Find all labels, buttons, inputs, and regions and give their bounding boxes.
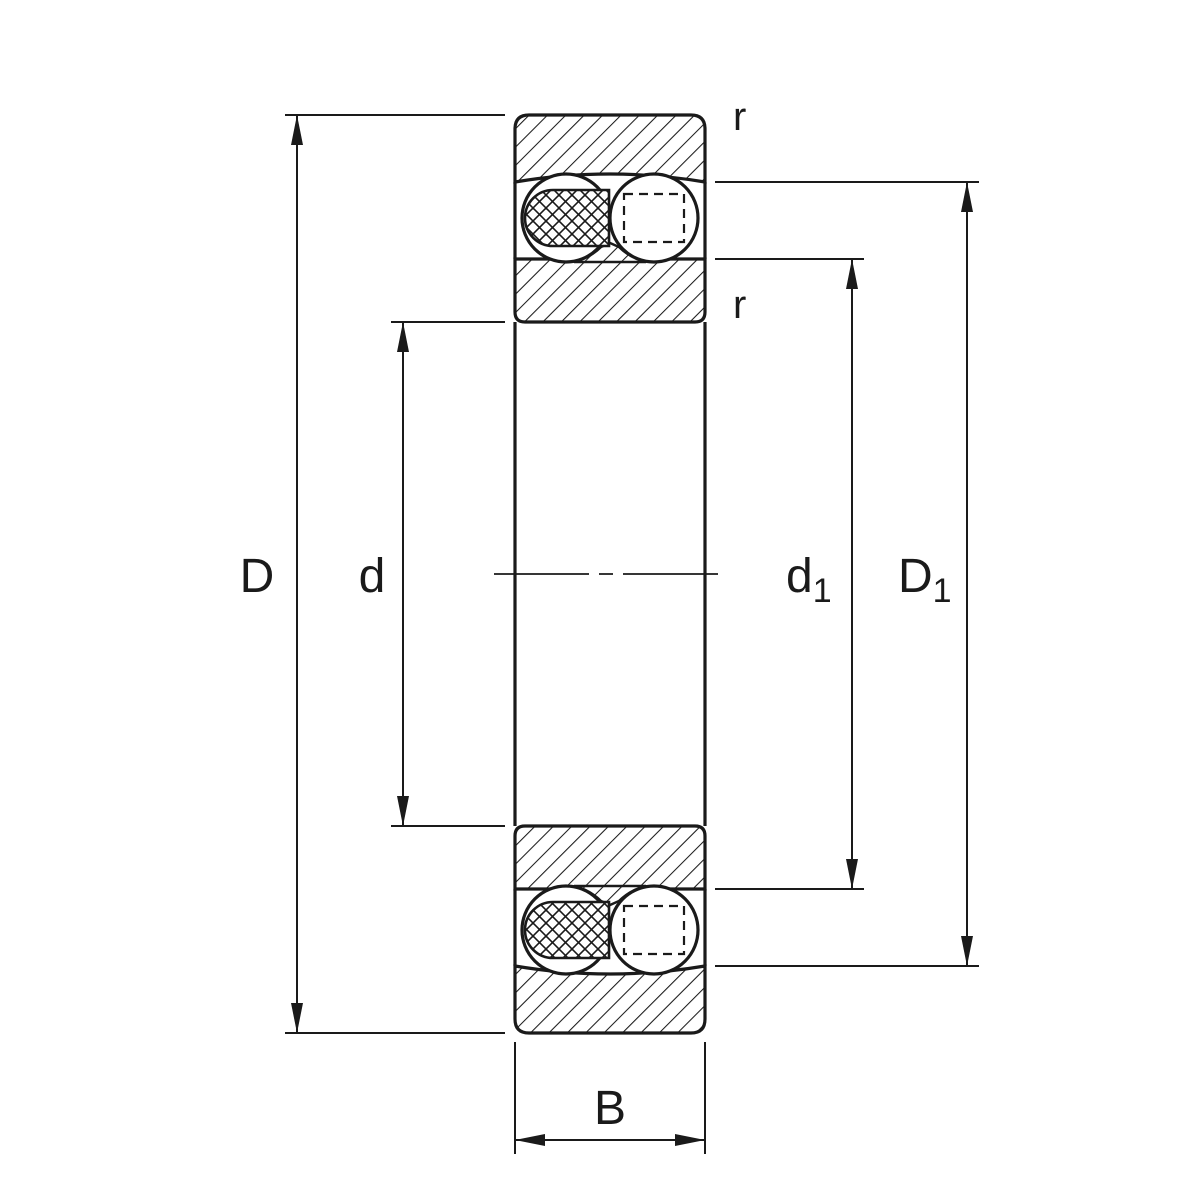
arrow-d-top <box>397 322 409 352</box>
dim-label-d: d <box>359 550 386 603</box>
outer-ring-top-section <box>513 113 707 184</box>
arrow-B-right <box>675 1134 705 1146</box>
arrow-D1-bottom <box>961 936 973 966</box>
dim-label-d1: d1 <box>786 550 832 610</box>
arrow-D1-top <box>961 182 973 212</box>
ball-section-crosshatch-top <box>523 188 611 248</box>
cage-pocket-dashed-bottom <box>622 904 686 956</box>
arrow-d1-bottom <box>846 859 858 889</box>
ball-section-crosshatch-bottom <box>523 900 611 960</box>
outer-ring-bottom-section <box>513 964 707 1035</box>
arrow-d-bottom <box>397 796 409 826</box>
dimension-lines <box>285 114 979 1154</box>
dim-label-B: B <box>594 1082 626 1135</box>
arrow-D-top <box>291 115 303 145</box>
radius-label-inner: r <box>733 283 746 327</box>
arrow-B-left <box>515 1134 545 1146</box>
dim-label-D1: D1 <box>898 550 952 610</box>
inner-ring-bottom-section <box>513 824 707 891</box>
cage-pocket-dashed-top <box>622 192 686 244</box>
radius-label-top: r <box>733 95 746 139</box>
dimension-labels: D d d1 D1 B r r <box>240 95 952 1135</box>
arrow-d1-top <box>846 259 858 289</box>
inner-ring-top-section <box>513 257 707 324</box>
arrow-D-bottom <box>291 1003 303 1033</box>
dim-label-D: D <box>240 550 275 603</box>
bearing-section <box>285 113 979 1154</box>
